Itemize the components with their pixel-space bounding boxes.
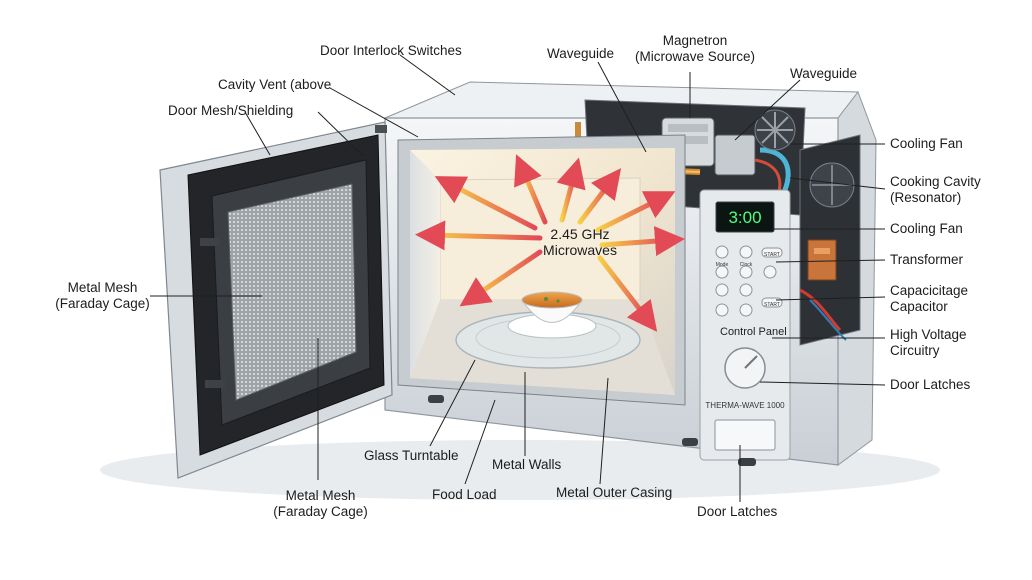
label-magnetron-line2: (Microwave Source) [634, 49, 756, 64]
label-metal-mesh-bottom-line1: Metal Mesh [285, 488, 356, 503]
label-high-voltage-line1: High Voltage [890, 327, 967, 342]
label-metal-mesh-left-line2: (Faraday Cage) [55, 296, 150, 311]
button-d[interactable] [739, 303, 753, 317]
label-magnetron: Magnetron (Microwave Source) [630, 33, 760, 65]
label-capacitor: Capacicitage Capacitor [890, 283, 968, 315]
label-microwaves-line1: 2.45 GHz [550, 226, 610, 242]
label-metal-mesh-left-line1: Metal Mesh [67, 280, 138, 295]
label-waveguide-left: Waveguide [547, 46, 615, 61]
label-cooking-cavity-line2: (Resonator) [890, 190, 962, 205]
label-cooling-fan-top: Cooling Fan [890, 136, 963, 151]
clock-label: Clock [740, 262, 753, 268]
label-cooling-fan-mid: Cooling Fan [890, 221, 963, 236]
label-microwaves-line2: Microwaves [543, 242, 617, 258]
label-transformer: Transformer [890, 252, 964, 267]
start-label-1: START [764, 252, 780, 258]
option-button[interactable] [763, 265, 777, 279]
label-cooking-cavity: Cooking Cavity (Resonator) [890, 174, 981, 206]
label-metal-mesh-bottom: Metal Mesh (Faraday Cage) [258, 488, 383, 520]
label-cavity-vent: Cavity Vent (above [218, 77, 332, 92]
door-mesh [227, 183, 357, 401]
volume-button[interactable] [739, 245, 753, 259]
label-magnetron-line1: Magnetron [662, 33, 728, 48]
label-door-latches-bottom: Door Latches [697, 504, 778, 519]
label-high-voltage: High Voltage Circuitry [890, 327, 967, 359]
label-metal-mesh-left: Metal Mesh (Faraday Cage) [40, 280, 165, 312]
feet [428, 395, 756, 466]
side-components [799, 134, 861, 346]
door-release-button[interactable] [714, 419, 776, 451]
label-capacitor-line2: Capacitor [890, 299, 948, 314]
display [715, 201, 775, 233]
brand-label: THERMA-WAVE 1000 [705, 401, 785, 410]
label-food-load: Food Load [432, 487, 497, 502]
label-door-latches-right: Door Latches [890, 377, 971, 392]
button-c[interactable] [715, 303, 729, 317]
microwave-arrows [415, 154, 685, 332]
open-door[interactable] [159, 121, 393, 479]
label-metal-outer-casing: Metal Outer Casing [556, 485, 673, 500]
label-high-voltage-line2: Circuitry [890, 343, 940, 358]
display-time: 3:00 [728, 208, 761, 227]
label-door-interlock-switches: Door Interlock Switches [320, 43, 462, 58]
power-button[interactable] [715, 245, 729, 259]
label-waveguide-right: Waveguide [790, 66, 858, 81]
label-metal-mesh-bottom-line2: (Faraday Cage) [273, 504, 368, 519]
soup [521, 291, 583, 309]
button-a[interactable] [715, 283, 729, 297]
control-panel: 3:00 START Mode Clock START THERMA-WAVE … [699, 189, 791, 461]
label-microwaves: 2.45 GHz Microwaves [530, 226, 630, 258]
start-label-2: START [764, 302, 780, 308]
button-b[interactable] [739, 283, 753, 297]
cooking-cavity [397, 134, 686, 406]
label-door-mesh-shielding: Door Mesh/Shielding [168, 103, 294, 118]
clock-button[interactable] [739, 265, 753, 279]
leader-lines [150, 54, 886, 502]
label-glass-turntable: Glass Turntable [364, 448, 459, 463]
label-cooking-cavity-line1: Cooking Cavity [890, 174, 981, 189]
mode-label: Mode [716, 262, 729, 268]
label-capacitor-line1: Capacicitage [890, 283, 969, 298]
label-metal-walls: Metal Walls [492, 457, 562, 472]
start-button-1[interactable] [761, 247, 783, 258]
label-control-panel: Control Panel [720, 326, 787, 338]
mode-button[interactable] [715, 265, 729, 279]
